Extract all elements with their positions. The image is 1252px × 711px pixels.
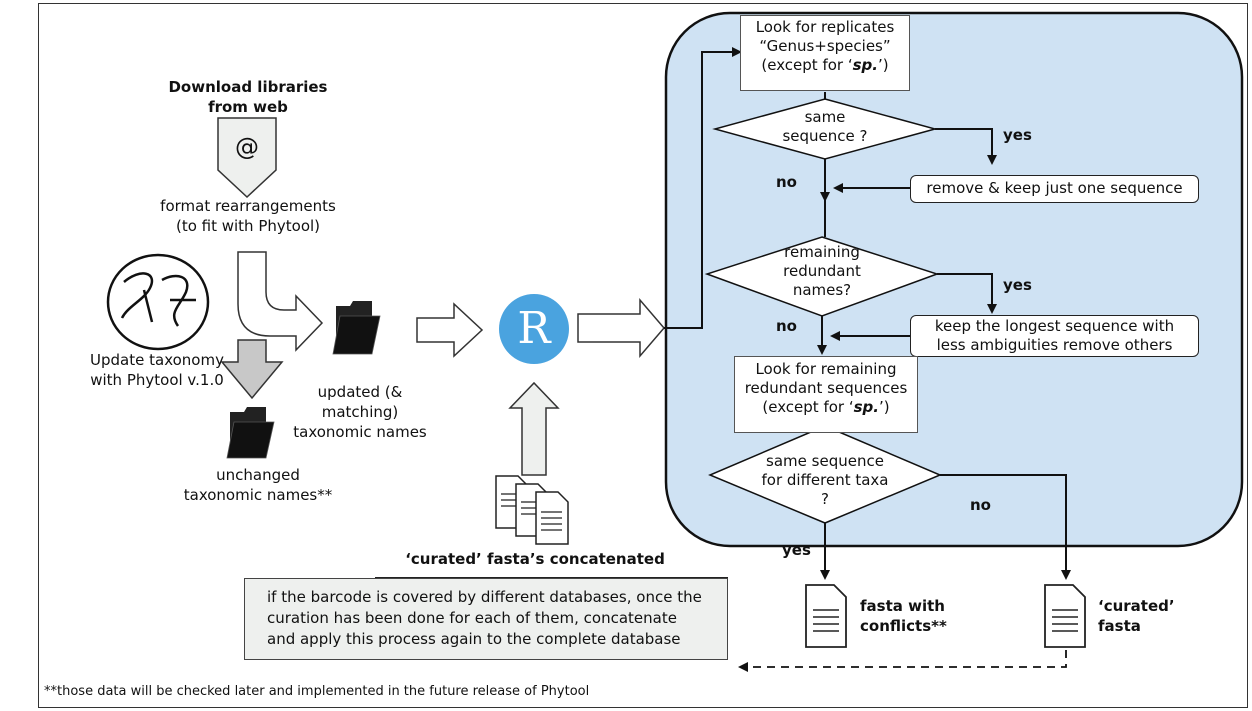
diamond2-label: remaining redundant names? xyxy=(783,243,861,299)
no1-label: no xyxy=(776,173,797,191)
flow-d2-yes xyxy=(937,273,997,314)
diamond3-label: same sequence for different taxa ? xyxy=(761,452,889,508)
redundant-line3: (except for ‘sp.’) xyxy=(762,398,890,416)
update-taxonomy-text: Update taxonomy with Phytool v.1.0 xyxy=(90,351,224,389)
yes2-label: yes xyxy=(1003,276,1032,294)
replicates-line2: “Genus+species” xyxy=(759,37,891,55)
curated-fasta-doc-icon xyxy=(1044,584,1086,648)
folder-unchanged-icon xyxy=(226,407,275,459)
download-pentagon xyxy=(217,117,277,199)
curated-fasta-label: ‘curated’ fasta xyxy=(1098,597,1175,635)
folder-updated-icon xyxy=(332,301,381,355)
format-text: format rearrangements (to fit with Phyto… xyxy=(160,197,336,235)
dashed-return-arrow xyxy=(738,650,1067,672)
flow-d1-yes xyxy=(935,128,997,165)
no3-label: no xyxy=(970,496,991,514)
fasta-conflicts-label: fasta with conflicts** xyxy=(860,597,947,635)
look-for-redundant-box: Look for remaining redundant sequences (… xyxy=(734,356,918,433)
note-box: if the barcode is covered by different d… xyxy=(244,578,728,660)
flow-entry-line xyxy=(664,47,742,329)
footnote: **those data will be checked later and i… xyxy=(44,684,590,699)
curated-concatenated-label: ‘curated’ fasta’s concatenated xyxy=(405,550,665,568)
flow-d3-no xyxy=(940,474,1071,580)
look-for-replicates-box: Look for replicates “Genus+species” (exc… xyxy=(740,15,910,91)
yes3-label: yes xyxy=(782,541,811,559)
redundant-line1: Look for remaining xyxy=(755,360,897,378)
grey-down-arrow xyxy=(220,339,284,400)
keep-longest-box: keep the longest sequence with less ambi… xyxy=(910,315,1199,357)
arrow-to-r xyxy=(416,302,484,358)
r-logo-icon: R xyxy=(499,294,569,364)
up-arrow-to-r xyxy=(508,381,560,476)
remove-keep-box: remove & keep just one sequence xyxy=(910,175,1199,203)
no2-label: no xyxy=(776,317,797,335)
unchanged-names-label: unchanged taxonomic names** xyxy=(183,466,333,504)
phytool-logo-glyph xyxy=(120,272,196,327)
arrow-to-panel xyxy=(577,297,665,359)
updated-names-label: updated (& matching) taxonomic names xyxy=(293,383,427,441)
redundant-line2: redundant sequences xyxy=(744,379,908,397)
replicates-line1: Look for replicates xyxy=(755,18,895,36)
phytool-logo-circle xyxy=(106,253,210,351)
documents-stack-icon xyxy=(495,475,569,545)
figure-frame xyxy=(38,3,1248,708)
diamond1-label: same sequence ? xyxy=(782,108,868,145)
download-title: Download libraries from web xyxy=(168,78,328,116)
at-icon: @ xyxy=(235,133,259,161)
curved-arrow xyxy=(237,251,324,352)
yes1-label: yes xyxy=(1003,126,1032,144)
fasta-conflicts-doc-icon xyxy=(805,584,847,648)
replicates-line3: (except for ‘sp.’) xyxy=(761,56,889,74)
